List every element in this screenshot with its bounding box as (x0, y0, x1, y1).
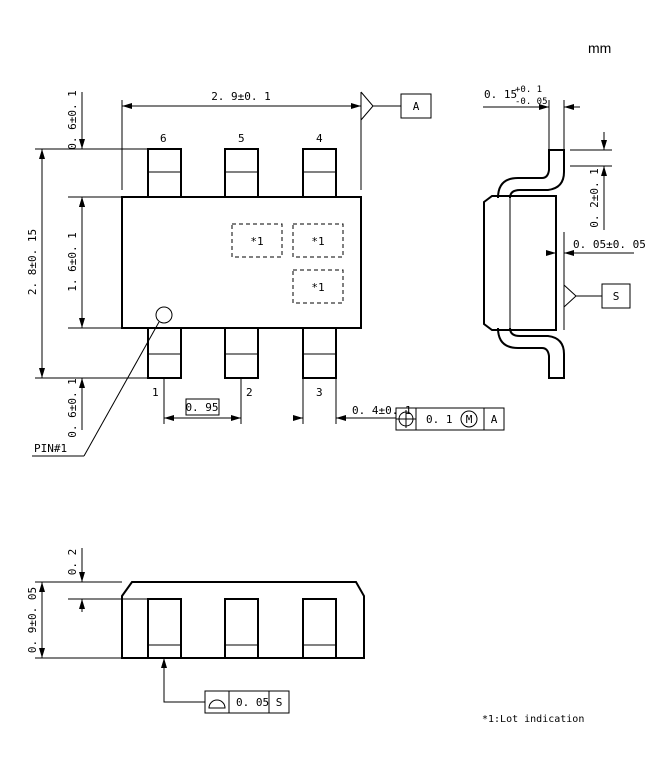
arrowhead (564, 250, 574, 256)
arrowhead (39, 582, 45, 592)
overall-length-label: 2. 8±0. 15 (26, 229, 39, 295)
lot-mark-label: *1 (311, 235, 324, 248)
arrowhead (39, 648, 45, 658)
front-lead-1 (147, 598, 182, 659)
unit-label: mm (588, 40, 611, 56)
arrowhead (39, 149, 45, 159)
arrowhead (79, 197, 85, 207)
lot-mark-box (231, 223, 283, 258)
position-tolerance-value: 0. 1 (426, 413, 453, 426)
top-gull-wing-lead (497, 149, 565, 199)
bottom-gull-wing-lead (497, 327, 565, 379)
mmc-modifier-label: M (466, 413, 473, 426)
pin-5-label: 5 (238, 132, 245, 145)
position-tolerance-frame: 0. 1 M A (395, 407, 505, 431)
datum-a-label: A (413, 100, 420, 113)
arrowhead (39, 368, 45, 378)
arrowhead (601, 166, 607, 176)
front-lead-3 (302, 598, 337, 659)
profile-leader (163, 658, 205, 703)
profile-frame-border (204, 690, 290, 714)
pin-1-label: 1 (152, 386, 159, 399)
pin1-label: PIN#1 (34, 442, 67, 455)
arrowhead (336, 415, 346, 421)
lead-thickness-plus: +0. 1 (515, 85, 542, 95)
arrowhead (79, 572, 85, 582)
body-height-label: 1. 6±0. 1 (66, 232, 79, 292)
front-lead-2 (224, 598, 259, 659)
arrowhead (231, 415, 241, 421)
lead-2 (224, 327, 259, 379)
lead-length-bottom-label: 0. 6±0. 1 (66, 378, 79, 438)
pin-2-label: 2 (246, 386, 253, 399)
lot-mark-box (292, 223, 344, 258)
lot-mark-label: *1 (311, 281, 324, 294)
total-height-label: 0. 9±0. 05 (26, 587, 39, 653)
package-body (121, 196, 362, 329)
lead-thickness-label: 0. 15 (484, 88, 517, 101)
datum-a-triangle (360, 91, 374, 121)
lot-mark-box (292, 269, 344, 304)
lead-width-label: 0. 4±0. 1 (352, 404, 412, 417)
profile-tolerance-frame: 0. 05 S (204, 690, 290, 714)
arrowhead (79, 599, 85, 609)
side-view: 0. 15 +0. 1 -0. 05 0. 2±0. 1 0. 05±0. 05… (483, 85, 646, 379)
lead-length-top-label: 0. 6±0. 1 (66, 90, 79, 150)
pin-4-label: 4 (316, 132, 323, 145)
top-view: 2. 9±0. 1 A 6 5 4 1 2 3 *1 *1 *1 (26, 90, 505, 457)
standoff-label: 0. 05±0. 05 (573, 238, 646, 251)
arrowhead (293, 415, 303, 421)
profile-tolerance-datum: S (276, 696, 283, 709)
datum-s-box (601, 283, 631, 309)
pitch-box (185, 398, 220, 416)
surface-profile-icon (208, 699, 226, 709)
pitch-label: 0. 95 (185, 401, 218, 414)
pin1-indicator (155, 306, 173, 324)
lot-indication-footnote: *1:Lot indication (482, 714, 584, 725)
pin-3-label: 3 (316, 386, 323, 399)
pin1-leader (83, 321, 160, 457)
body-width-label: 2. 9±0. 1 (211, 90, 271, 103)
arrowhead (601, 140, 607, 150)
arrowhead (79, 378, 85, 388)
arrowhead (79, 139, 85, 149)
datum-a-box (400, 93, 432, 119)
lead-height-label: 0. 2 (66, 549, 79, 576)
arrowhead (164, 415, 174, 421)
lead-3 (302, 327, 337, 379)
side-body (483, 195, 557, 331)
arrowhead (351, 103, 361, 109)
arrowhead (539, 104, 549, 110)
lead-4 (302, 148, 337, 198)
lead-thickness-minus: -0. 05 (515, 97, 548, 107)
profile-tolerance-value: 0. 05 (236, 696, 269, 709)
lot-mark-label: *1 (250, 235, 263, 248)
mmc-modifier-icon (460, 410, 478, 428)
lead-5 (224, 148, 259, 198)
position-tolerance-datum: A (491, 413, 498, 426)
front-view: 0. 2 0. 9±0. 05 0. 05 S (26, 548, 365, 714)
datum-s-label: S (613, 290, 620, 303)
arrowhead (546, 250, 556, 256)
lead-foot-label: 0. 2±0. 1 (588, 168, 601, 228)
lead-1 (147, 327, 182, 379)
front-body (121, 581, 365, 659)
arrowhead (564, 104, 574, 110)
lead-6 (147, 148, 182, 198)
datum-s-triangle (563, 284, 577, 308)
arrowhead (122, 103, 132, 109)
pin-6-label: 6 (160, 132, 167, 145)
